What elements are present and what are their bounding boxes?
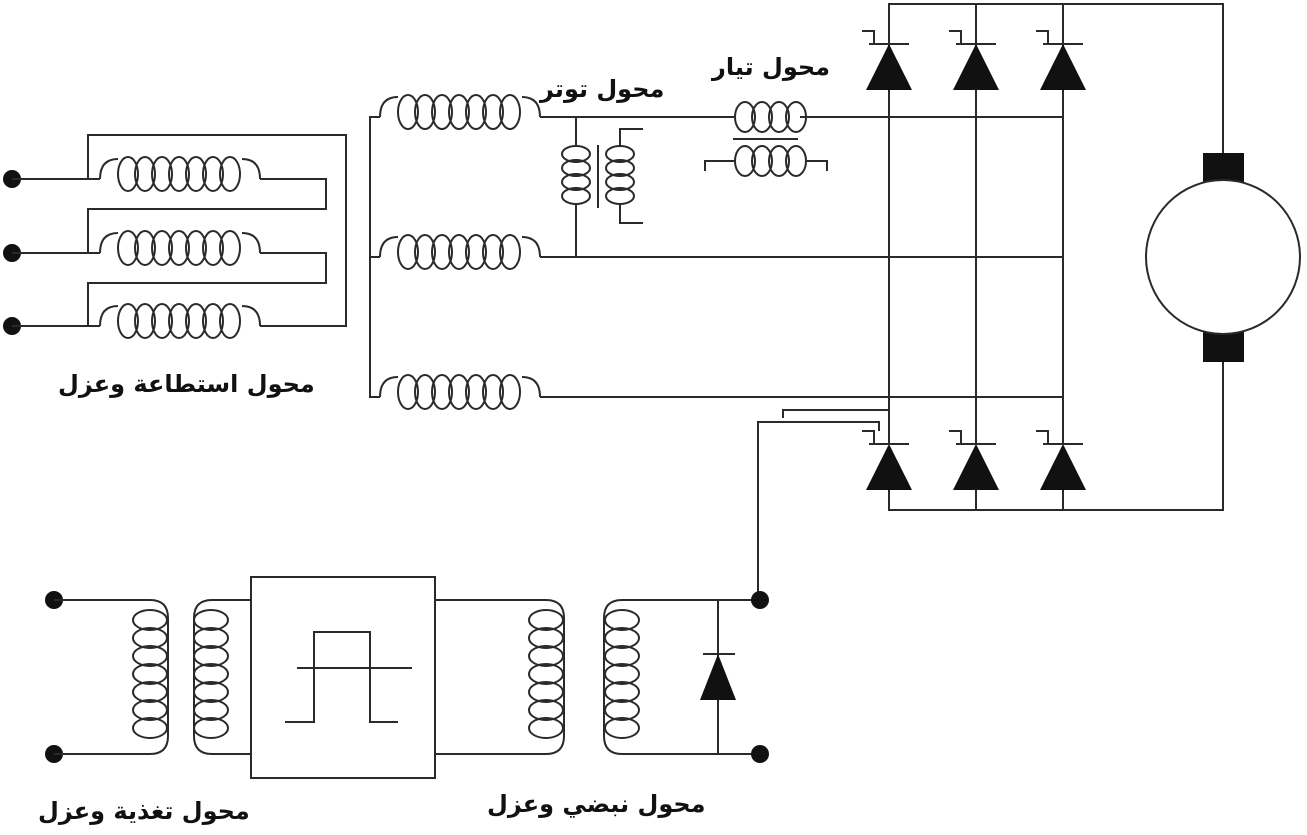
secondary-windings bbox=[369, 94, 1063, 410]
power-isolation-transformer bbox=[3, 134, 347, 339]
label-power-isolation-transformer: محول استطاعة وعزل bbox=[58, 370, 315, 398]
current-transformer bbox=[704, 101, 828, 177]
thyristor-bridge bbox=[861, 3, 1224, 511]
gate-terminal-bottom[interactable] bbox=[751, 745, 769, 763]
thyristor-upper-1 bbox=[861, 30, 913, 91]
thyristor-upper-2 bbox=[948, 30, 1000, 91]
motor-brush-bottom bbox=[1203, 332, 1244, 362]
thyristor-upper-3 bbox=[1035, 30, 1087, 91]
thyristor-lower-3 bbox=[1035, 430, 1087, 491]
thyristor-lower-2 bbox=[948, 430, 1000, 491]
label-supply-isolation-transformer: محول تغذية وعزل bbox=[38, 797, 250, 825]
label-pulse-isolation-transformer: محول نبضي وعزل bbox=[487, 790, 706, 818]
voltage-transformer bbox=[561, 117, 643, 257]
label-voltage-transformer: محول توتر bbox=[540, 75, 665, 103]
thyristor-lower-1 bbox=[861, 430, 913, 491]
freewheel-diode bbox=[700, 654, 736, 700]
supply-isolation-transformer bbox=[45, 591, 251, 763]
dc-motor bbox=[1145, 153, 1301, 362]
pulse-generator-block bbox=[250, 576, 436, 779]
label-current-transformer: محول تيار bbox=[712, 53, 831, 81]
gate-terminal-top[interactable] bbox=[751, 591, 769, 609]
gate-wiring bbox=[757, 409, 889, 598]
pulse-isolation-transformer bbox=[435, 591, 769, 763]
motor-brush-top bbox=[1203, 153, 1244, 183]
